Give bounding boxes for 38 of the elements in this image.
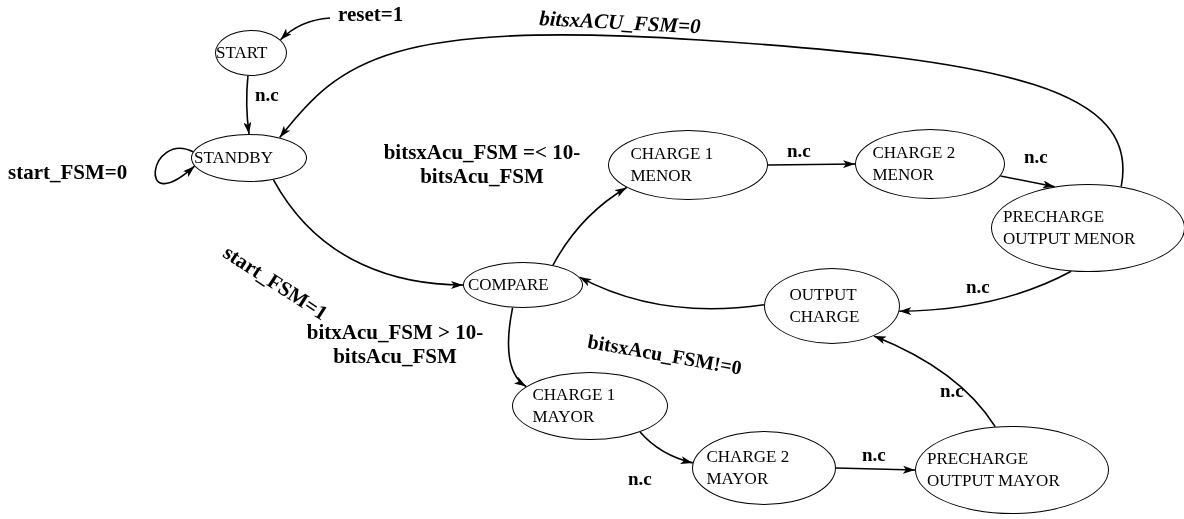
state-name: CHARGE 2 MENOR (872, 142, 957, 186)
state-name: COMPARE (468, 274, 550, 296)
edge-label: bitxAcu_FSM > 10-bitsAcu_FSM (305, 320, 485, 369)
state-name: CHARGE 1 MAYOR (532, 384, 617, 428)
transition-arrow (552, 186, 628, 266)
state-name: OUTPUT CHARGE (789, 284, 861, 328)
transition-arrow (898, 270, 1072, 315)
state-name: PRECHARGE OUTPUT MENOR (1003, 206, 1137, 250)
state-name: CHARGE 1 MENOR (630, 143, 715, 187)
edge-label: start_FSM=0 (8, 160, 128, 185)
transition-arrow (578, 276, 765, 310)
edge-label: bitsxAcu_FSM =< 10-bitsAcu_FSM (382, 140, 582, 189)
transition-arrow (835, 465, 916, 474)
transition-arrow (279, 17, 331, 41)
state-ellipse (215, 30, 287, 76)
edge-label: n.c (1024, 146, 1048, 168)
state-name: START (216, 42, 269, 64)
transition-arrow (639, 431, 694, 464)
transition-arrow (243, 75, 252, 135)
edge-label: n.c (787, 140, 811, 162)
state-name: PRECHARGE OUTPUT MAYOR (927, 448, 1061, 492)
state-name: CHARGE 2 MAYOR (706, 446, 791, 490)
transition-arrow (278, 34, 1124, 188)
edge-label: n.c (255, 84, 279, 106)
transition-arrow (999, 175, 1056, 189)
transition-arrow (507, 306, 527, 388)
transition-arrow (272, 179, 464, 289)
state-name: STANDBY (194, 147, 274, 169)
edge-label: n.c (940, 380, 964, 402)
edge-label: reset=1 (338, 2, 404, 27)
transition-arrow (154, 147, 196, 185)
transition-arrow (767, 160, 856, 169)
edge-label: n.c (966, 276, 990, 298)
state-ellipse (191, 134, 307, 182)
transition-arrow (873, 335, 996, 428)
edge-label: bitsxACU_FSM=0 (538, 6, 702, 39)
edge-label: n.c (862, 444, 886, 466)
edge-label: n.c (628, 468, 652, 490)
